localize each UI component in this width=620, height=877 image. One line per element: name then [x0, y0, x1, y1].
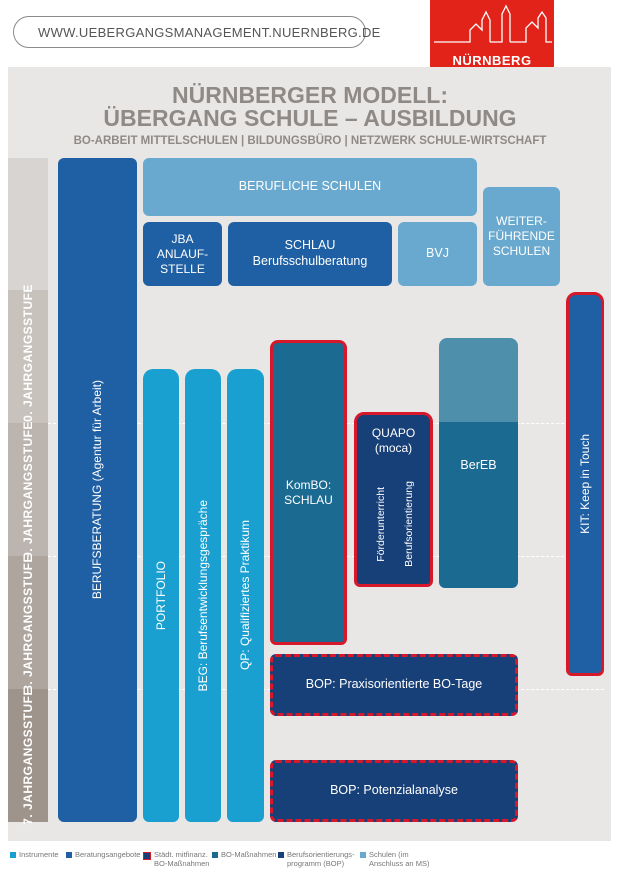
quapo-box: QUAPO (moca) Förderunterricht Berufsorie…: [354, 412, 433, 587]
bereb-top-segment: [439, 338, 518, 422]
jba-box: JBA ANLAUF- STELLE: [143, 222, 222, 286]
bvj-box: BVJ: [398, 222, 477, 286]
logo-text: NÜRNBERG: [452, 53, 532, 68]
legend-swatch: [10, 852, 16, 858]
beg-box: BEG: Berufsentwicklungsgespräche: [185, 369, 221, 822]
schlau-box: SCHLAU Berufsschulberatung: [228, 222, 392, 286]
title-line-2: ÜBERGANG SCHULE – AUSBILDUNG: [103, 105, 517, 131]
subtitle: BO-ARBEIT MITTELSCHULEN | BILDUNGSBÜRO |…: [73, 135, 547, 147]
legend-item-schulen: Schulen (im Anschluss an MS): [360, 850, 432, 874]
quapo-berufsorientierung: Berufsorientierung: [403, 481, 415, 567]
grade-10: 10. JAHRGANGSSTUFE: [8, 284, 48, 429]
quapo-foerderunterricht: Förderunterricht: [375, 486, 387, 562]
berufliche-schulen-box: BERUFLICHE SCHULEN: [143, 158, 477, 216]
grade-8: 8. JAHRGANGSSTUFE: [8, 554, 48, 691]
grade-9: 9. JAHRGANGSSTUFE: [8, 421, 48, 558]
bop-praxis-box: BOP: Praxisorientierte BO-Tage: [270, 654, 518, 716]
bop-potenzial-box: BOP: Potenzialanalyse: [270, 760, 518, 822]
weiterfuehrende-schulen-box: WEITER- FÜHRENDE SCHULEN: [483, 187, 560, 286]
legend-item-instrumente: Instrumente: [10, 850, 78, 874]
qp-box: QP: Qualifiziertes Praktikum: [227, 369, 264, 822]
legend-swatch: [66, 852, 72, 858]
url-text: WWW.UEBERGANGSMANAGEMENT.NUERNBERG.DE: [38, 24, 381, 40]
bereb-box: BerEB: [439, 422, 518, 588]
kombo-box: KomBO: SCHLAU: [270, 340, 347, 645]
nuernberg-logo: NÜRNBERG: [430, 0, 554, 76]
legend-item-staedt: Städt. mitfinanz. BO-Maßnahmen: [143, 850, 215, 874]
portfolio-box: PORTFOLIO: [143, 369, 179, 822]
url-bar[interactable]: WWW.UEBERGANGSMANAGEMENT.NUERNBERG.DE: [13, 16, 380, 48]
legend-swatch: [143, 852, 151, 860]
title-line-1: NÜRNBERGER MODELL:: [172, 82, 448, 108]
legend-swatch: [212, 852, 218, 858]
legend-item-bop: Berufsorientierungs-programm (BOP): [278, 850, 360, 874]
grade-background-top: [8, 158, 48, 290]
grade-7: 7. JAHRGANGSSTUFE: [8, 687, 48, 824]
city-skyline-icon: [434, 4, 552, 43]
legend-swatch: [360, 852, 366, 858]
quapo-title: QUAPO (moca): [371, 426, 416, 455]
legend-item-bo-massnahmen: BO-Maßnahmen: [212, 850, 278, 874]
berufsberatung-box: BERUFSBERATUNG (Agentur für Arbeit): [58, 158, 137, 822]
legend-swatch: [278, 852, 284, 858]
kit-box: KIT: Keep in Touch: [566, 292, 604, 676]
legend-item-beratung: Beratungsangebote: [66, 850, 142, 874]
